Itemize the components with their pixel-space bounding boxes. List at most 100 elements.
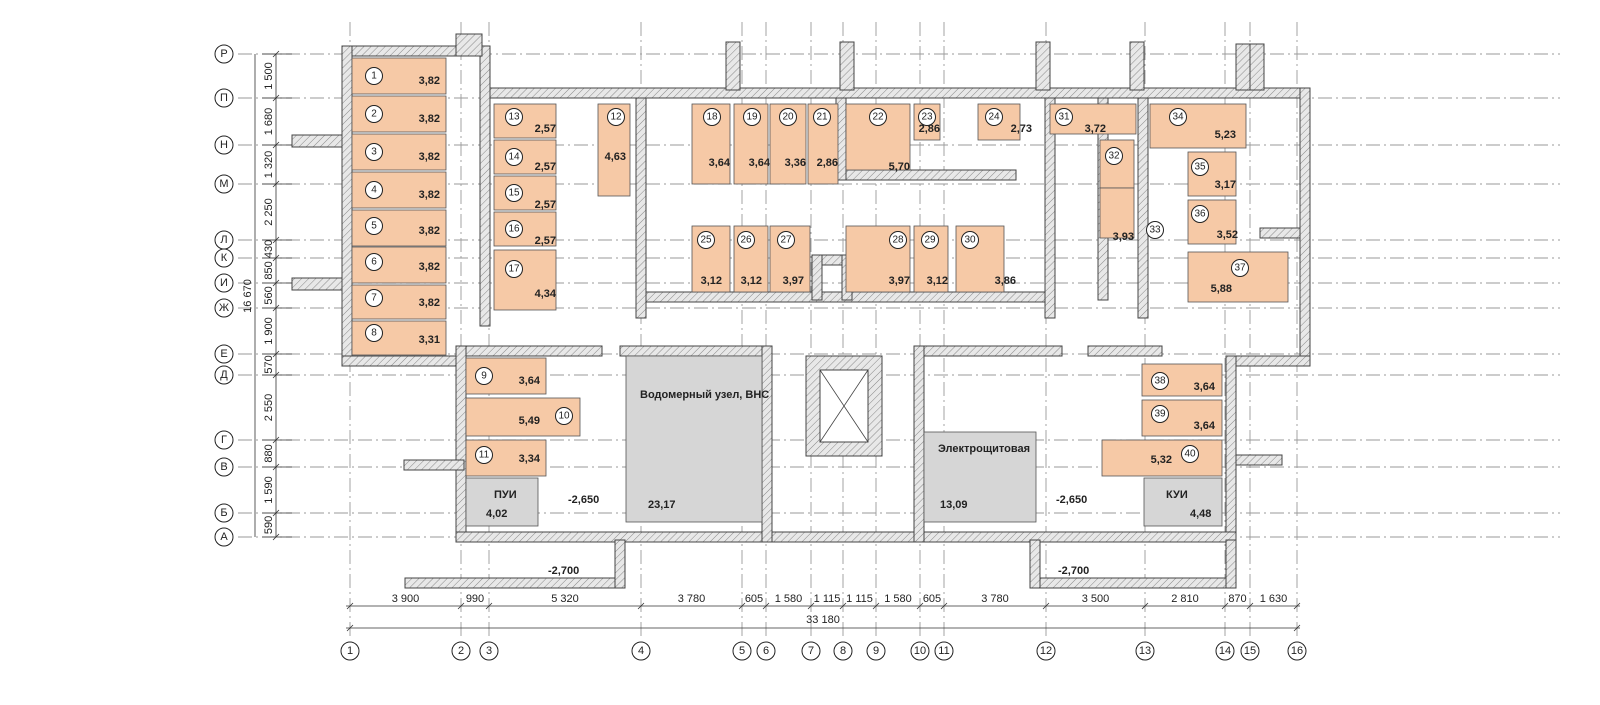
room-number: 17 bbox=[508, 264, 520, 275]
room-number: 1 bbox=[371, 71, 377, 82]
room-number: 20 bbox=[782, 112, 794, 123]
row-axis-label: К bbox=[221, 252, 228, 264]
room-number-marker bbox=[869, 108, 887, 126]
kui-area: 4,48 bbox=[1190, 508, 1211, 520]
room-number: 34 bbox=[1172, 112, 1184, 123]
dimension-value: 850 bbox=[263, 261, 275, 279]
row-axis-label: Д bbox=[220, 369, 228, 381]
room-number-marker bbox=[697, 231, 715, 249]
row-axis-label: Л bbox=[220, 234, 227, 246]
room-number: 9 bbox=[481, 371, 487, 382]
row-axis-marker bbox=[214, 430, 234, 450]
storage-room bbox=[493, 175, 557, 211]
room-area: 3,12 bbox=[741, 275, 762, 287]
room-area: 3,64 bbox=[1194, 420, 1216, 432]
room-area: 5,49 bbox=[519, 415, 540, 427]
room-number: 39 bbox=[1154, 409, 1166, 420]
room-number-marker bbox=[607, 108, 625, 126]
column-axis-label: 12 bbox=[1040, 645, 1052, 657]
room-number: 5 bbox=[371, 221, 377, 232]
water-room-area: 23,17 bbox=[648, 499, 676, 511]
row-axis-marker bbox=[214, 248, 234, 268]
room-number: 7 bbox=[371, 293, 377, 304]
row-axis-label: А bbox=[220, 531, 228, 543]
dimension-tick bbox=[346, 624, 354, 632]
room-number-marker bbox=[1151, 372, 1169, 390]
dimension-value: 605 bbox=[923, 593, 941, 605]
room-area: 3,97 bbox=[783, 275, 804, 287]
dimension-tick bbox=[916, 602, 924, 610]
pui-room bbox=[465, 477, 539, 527]
dimension-tick bbox=[940, 602, 948, 610]
room-number-marker bbox=[743, 108, 761, 126]
row-axis-label: Р bbox=[220, 48, 227, 60]
row-axis-marker bbox=[214, 457, 234, 477]
room-number: 40 bbox=[1184, 449, 1196, 460]
dimension-value: 870 bbox=[1228, 593, 1246, 605]
room-number-marker bbox=[813, 108, 831, 126]
pui-area: 4,02 bbox=[486, 508, 507, 520]
row-axis-label: П bbox=[220, 92, 228, 104]
dimension-value: 3 780 bbox=[678, 593, 706, 605]
dimension-value: 590 bbox=[263, 516, 275, 534]
column-axis-label: 3 bbox=[486, 645, 492, 657]
column-axis-marker bbox=[451, 641, 471, 661]
row-axis-label: Ж bbox=[219, 302, 229, 314]
electrical-room-area: 13,09 bbox=[940, 499, 968, 511]
row-axis-label: Н bbox=[220, 139, 228, 151]
dimension-value: 1 580 bbox=[884, 593, 912, 605]
column-axis-label: 5 bbox=[739, 645, 745, 657]
row-axis-marker bbox=[214, 44, 234, 64]
room-number-marker bbox=[365, 324, 383, 342]
room-number: 29 bbox=[924, 235, 936, 246]
column-axis-marker bbox=[934, 641, 954, 661]
room-area: 2,57 bbox=[535, 161, 556, 173]
dimension-value: 560 bbox=[263, 286, 275, 304]
dimension-value: 605 bbox=[745, 593, 763, 605]
dimension-tick bbox=[346, 602, 354, 610]
column-axis-label: 9 bbox=[873, 645, 879, 657]
dimension-tick bbox=[1293, 624, 1301, 632]
room-number: 11 bbox=[479, 450, 490, 461]
storage-room bbox=[493, 103, 557, 139]
column-axis-marker bbox=[1135, 641, 1155, 661]
storage-room bbox=[493, 211, 557, 247]
room-number-marker bbox=[1146, 221, 1164, 239]
column-axis-label: 14 bbox=[1219, 645, 1231, 657]
room-area: 2,57 bbox=[535, 235, 556, 247]
room-number: 37 bbox=[1234, 263, 1246, 274]
dimension-tick bbox=[485, 602, 493, 610]
room-number-marker bbox=[985, 108, 1003, 126]
room-number: 27 bbox=[780, 235, 792, 246]
room-number-marker bbox=[365, 217, 383, 235]
room-number-marker bbox=[1231, 259, 1249, 277]
room-number-marker bbox=[555, 407, 573, 425]
room-number: 15 bbox=[508, 188, 520, 199]
room-number-marker bbox=[365, 105, 383, 123]
row-axis-marker bbox=[214, 273, 234, 293]
room-area: 3,52 bbox=[1217, 229, 1238, 241]
room-area: 5,23 bbox=[1215, 129, 1236, 141]
row-axis-marker bbox=[214, 135, 234, 155]
column-axis-label: 8 bbox=[840, 645, 846, 657]
room-number: 24 bbox=[988, 112, 1000, 123]
dimension-tick bbox=[807, 602, 815, 610]
room-area: 2,86 bbox=[817, 157, 838, 169]
dimension-tick bbox=[762, 602, 770, 610]
electrical-room-label: Электрощитовая bbox=[938, 443, 1030, 455]
room-number-marker bbox=[889, 231, 907, 249]
column-axis-label: 1 bbox=[347, 645, 353, 657]
room-area: 3,82 bbox=[419, 113, 440, 125]
room-number-marker bbox=[505, 220, 523, 238]
room-number: 36 bbox=[1194, 209, 1206, 220]
dimension-value: 1 630 bbox=[1260, 593, 1288, 605]
room-area: 5,32 bbox=[1151, 454, 1172, 466]
room-area: 3,36 bbox=[785, 157, 806, 169]
column-axis-marker bbox=[340, 641, 360, 661]
room-area: 5,88 bbox=[1211, 283, 1232, 295]
level-mark-left-upper: -2,650 bbox=[568, 494, 599, 506]
room-area: 3,93 bbox=[1113, 231, 1134, 243]
row-axis-label: Е bbox=[220, 348, 227, 360]
